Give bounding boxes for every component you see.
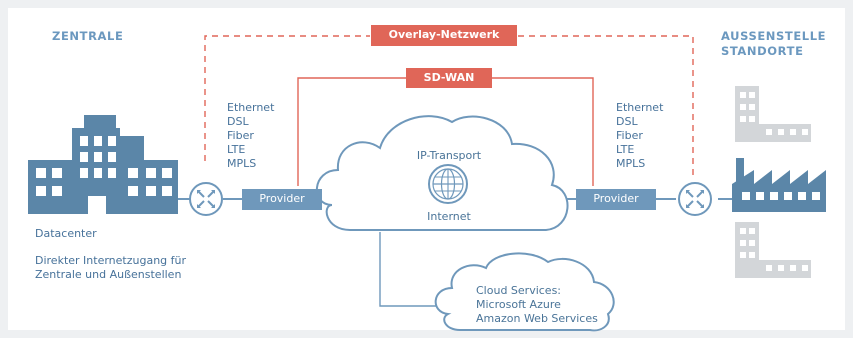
internet-access-line-2: Zentrale und Außenstellen (35, 268, 182, 281)
factory-icon (732, 158, 826, 212)
left-title: ZENTRALE (52, 29, 124, 43)
left-link-dsl: DSL (227, 115, 249, 128)
overlay-network-label: Overlay-Netzwerk (371, 25, 517, 46)
internet-access-text: Direkter Internetzugang für Zentrale und… (35, 254, 186, 282)
cloud-service-azure: Microsoft Azure (476, 298, 561, 311)
right-link-lte: LTE (616, 143, 635, 156)
overlay-connection-line (204, 35, 694, 176)
internet-access-line-1: Direkter Internetzugang für (35, 254, 187, 267)
branch-office-icon-bottom (735, 222, 811, 278)
right-link-fiber: Fiber (616, 129, 643, 142)
left-link-lte: LTE (227, 143, 246, 156)
left-link-types: Ethernet DSL Fiber LTE MPLS (227, 101, 274, 171)
right-link-dsl: DSL (616, 115, 638, 128)
right-link-ethernet: Ethernet (616, 101, 664, 114)
cloud-bottom-label: Internet (427, 210, 471, 223)
cloud-top-label: IP-Transport (416, 149, 482, 162)
cloud-services-connector (379, 232, 452, 307)
left-link-mpls: MPLS (227, 157, 257, 170)
right-link-mpls: MPLS (616, 157, 646, 170)
globe-icon (428, 164, 468, 204)
provider-right: Provider (576, 189, 656, 210)
cloud-services-title: Cloud Services: (476, 284, 562, 297)
cloud-services-cloud (434, 252, 615, 332)
provider-left: Provider (242, 189, 322, 210)
cloud-services-text: Cloud Services: Microsoft Azure Amazon W… (476, 284, 598, 326)
left-link-ethernet: Ethernet (227, 101, 275, 114)
sdwan-connection-line (297, 77, 594, 186)
cloud-service-aws: Amazon Web Services (476, 312, 598, 325)
right-link-types: Ethernet DSL Fiber LTE MPLS (616, 101, 663, 171)
left-router-icon (189, 182, 223, 216)
right-router-icon (678, 182, 712, 216)
left-link-fiber: Fiber (227, 129, 254, 142)
datacenter-label: Datacenter (35, 227, 97, 240)
right-title-line-1: AUSSENSTELLE (721, 29, 827, 43)
right-title-line-2: STANDORTE (721, 44, 804, 58)
headquarters-building-icon (28, 115, 178, 214)
branch-office-icon-top (735, 86, 811, 142)
sdwan-label: SD-WAN (406, 68, 492, 88)
